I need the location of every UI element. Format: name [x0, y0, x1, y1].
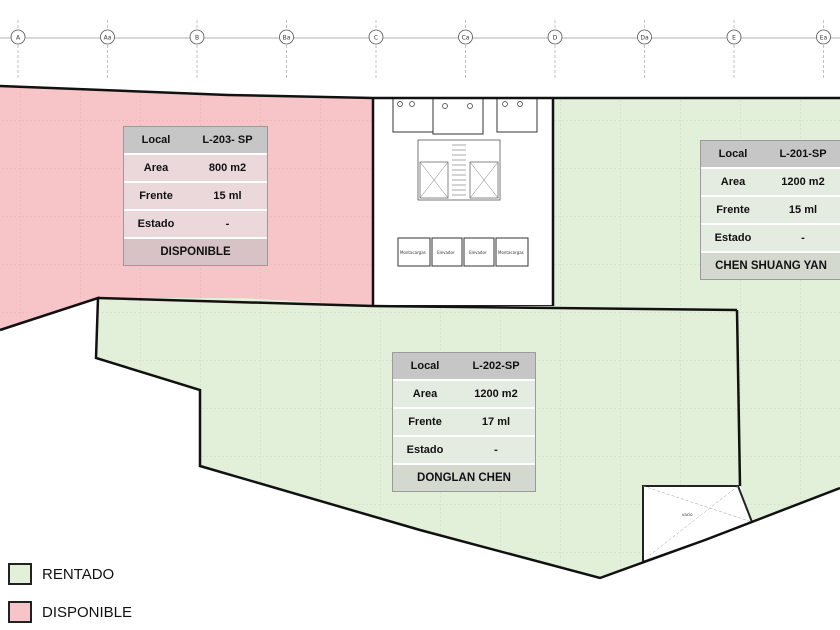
grid-axis-bubble-ca	[458, 29, 473, 45]
card-area-row: Area 1200 m2	[701, 169, 840, 197]
card-estado-value: -	[801, 232, 805, 244]
card-frente-label: Frente	[408, 416, 442, 428]
grid-axis-bubble-e	[726, 29, 742, 45]
grid-axis-bubble-da	[637, 29, 652, 45]
grid-axis-label-e: E	[732, 35, 736, 42]
legend-swatch-rentado	[8, 563, 32, 585]
card-area-row: Area 1200 m2	[393, 381, 535, 409]
card-frente-label: Frente	[716, 204, 750, 216]
card-header-label: Local	[410, 360, 440, 372]
card-area-row: Area 800 m2	[124, 155, 267, 183]
card-frente-row: Frente 15 ml	[124, 183, 267, 211]
label-elevador-left: Elevador	[437, 250, 455, 255]
card-area-label: Area	[412, 388, 438, 400]
grid-axis-label-b: B	[195, 35, 199, 42]
card-header-row: Local L-203- SP	[124, 127, 267, 155]
unit-card-l201[interactable]: Local L-201-SP Area 1200 m2 Frente 15 ml…	[700, 140, 840, 280]
legend-label-rentado: RENTADO	[42, 565, 115, 583]
grid-axis-bubble-a	[10, 29, 26, 45]
card-frente-row: Frente 15 ml	[701, 197, 840, 225]
card-frente-value: 15 ml	[788, 204, 818, 216]
grid-axis-label-a: A	[16, 35, 21, 42]
card-unit-id: L-201-SP	[779, 148, 827, 160]
card-header-label: Local	[718, 148, 748, 160]
outer-walls	[0, 84, 840, 580]
card-estado-label: Estado	[714, 232, 752, 244]
card-area-value: 800 m2	[208, 162, 247, 174]
unit-card-l203[interactable]: Local L-203- SP Area 800 m2 Frente 15 ml…	[123, 126, 268, 266]
grid-axis-bubble-ba	[279, 29, 294, 45]
grid-axis-label-aa: Aa	[104, 35, 112, 42]
card-area-value: 1200 m2	[474, 388, 518, 400]
label-montacargas-left: Montacargas	[400, 250, 426, 255]
card-estado-value: -	[494, 444, 498, 456]
grid-axis-label-ba: Ba	[283, 35, 291, 42]
card-frente-row: Frente 17 ml	[393, 409, 535, 437]
void-area: vacio	[642, 485, 754, 564]
legend-rentado: RENTADO	[8, 563, 114, 585]
legend-label-disponible: DISPONIBLE	[42, 603, 133, 621]
grid-axis-label-c: C	[374, 35, 378, 42]
grid-axis-label-da: Da	[640, 35, 649, 42]
legend-swatch-disponible	[8, 601, 32, 623]
grid-axis-bubble-d	[547, 29, 563, 45]
card-estado-label: Estado	[137, 218, 175, 230]
label-montacargas-right: Montacargas	[498, 250, 524, 255]
grid-axis-label-d: D	[553, 35, 558, 42]
card-header-row: Local L-202-SP	[393, 353, 535, 381]
card-estado-row: Estado -	[124, 211, 267, 239]
grid-axis-bubbles: A Aa B Ba C Ca D Da E Ea	[10, 20, 831, 80]
card-estado-value: -	[225, 218, 230, 230]
card-frente-label: Frente	[139, 190, 173, 202]
grid-axis-label-ca: Ca	[462, 35, 470, 42]
card-area-label: Area	[143, 162, 169, 174]
card-frente-value: 17 ml	[481, 416, 511, 428]
grid-axis-bubble-ea	[816, 29, 831, 45]
card-estado-row: Estado -	[701, 225, 840, 253]
card-status: CHEN SHUANG YAN	[701, 253, 840, 279]
card-estado-row: Estado -	[393, 437, 535, 465]
grid-axis-bubble-c	[368, 29, 384, 45]
card-status: DISPONIBLE	[124, 239, 267, 265]
label-vacio: vacio	[682, 512, 693, 517]
card-frente-value: 15 ml	[213, 190, 242, 202]
card-estado-label: Estado	[406, 444, 444, 456]
building-core: Montacargas Elevador Elevador Montacarga…	[372, 97, 554, 307]
card-unit-id: L-202-SP	[472, 360, 520, 372]
label-elevador-right: Elevador	[469, 250, 487, 255]
legend-disponible: DISPONIBLE	[8, 601, 132, 623]
card-unit-id: L-203- SP	[202, 134, 253, 146]
card-area-value: 1200 m2	[781, 176, 825, 188]
grid-axis-bubble-aa	[100, 29, 115, 45]
card-area-label: Area	[720, 176, 746, 188]
grid-axis-bubble-b	[189, 29, 205, 45]
grid-axis-label-ea: Ea	[820, 35, 828, 42]
card-header-label: Local	[141, 134, 171, 146]
card-status: DONGLAN CHEN	[393, 465, 535, 491]
card-header-row: Local L-201-SP	[701, 141, 840, 169]
unit-card-l202[interactable]: Local L-202-SP Area 1200 m2 Frente 17 ml…	[392, 352, 536, 492]
